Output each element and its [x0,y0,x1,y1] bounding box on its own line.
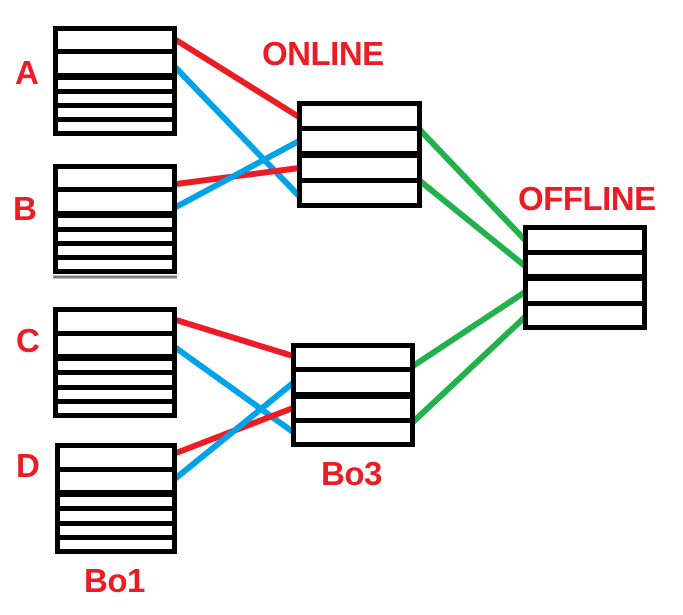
group-b-table [53,164,177,274]
bo3-table-row-1 [296,348,410,368]
group-b-table-row-4 [58,226,172,241]
edge-bo3-to-offline-2 [410,314,528,425]
group-a-table-row-5 [58,102,172,117]
edge-d-to-bo3-red [173,405,296,456]
group-a-table-row-2 [58,49,172,73]
group-b-label: B [13,190,37,227]
bo3-table [291,343,415,447]
group-b-table-row-5 [58,240,172,255]
group-d-table-row-1 [60,448,172,467]
group-b-table-row-6 [58,254,172,269]
edge-d-to-bo3-blue [173,380,296,481]
group-c-label: C [16,322,40,359]
edge-c-to-bo3-red [173,317,296,359]
group-b-table-row-3 [58,210,172,227]
group-c-table [53,307,177,418]
offline-table-row-1 [528,230,642,250]
group-d-table [55,443,177,554]
online-label: ONLINE [262,35,384,72]
edge-a-to-online-blue [173,65,302,199]
bo3-table-row-4 [296,417,410,442]
group-d-table-row-3 [60,490,172,507]
group-a-table-row-1 [58,31,172,50]
group-d-table-row-4 [60,506,172,521]
group-c-table-row-6 [58,398,172,413]
bo3-label: Bo3 [321,455,382,492]
bo1-label: Bo1 [84,562,145,599]
offline-table-row-4 [528,300,642,325]
online-table-row-4 [302,178,417,203]
group-a-table [53,26,177,136]
online-table-row-1 [302,106,417,126]
group-c-table-row-5 [58,384,172,399]
group-d-table-row-6 [60,534,172,549]
online-table [297,101,422,208]
bo3-table-row-2 [296,367,410,392]
offline-table-row-2 [528,249,642,274]
bo3-table-row-3 [296,391,410,418]
group-a-table-row-3 [58,72,172,89]
edge-bo3-to-offline-1 [410,289,528,369]
edge-online-to-offline-1 [417,127,528,243]
group-c-table-row-4 [58,370,172,385]
offline-table [523,225,647,330]
online-table-row-3 [302,151,417,178]
group-d-label: D [16,447,40,484]
group-a-label: A [15,54,39,91]
group-c-table-row-1 [58,312,172,331]
edge-c-to-bo3-blue [173,345,296,435]
group-c-table-row-3 [58,354,172,371]
group-a-table-row-4 [58,88,172,103]
offline-label: OFFLINE [518,180,656,217]
group-a-table-row-6 [58,116,172,131]
online-table-row-2 [302,126,417,151]
edge-b-to-online-blue [173,138,302,210]
group-b-table-row-2 [58,187,172,211]
edge-b-to-online-red [173,165,302,187]
group-c-table-row-2 [58,330,172,354]
group-b-table-row-1 [58,169,172,188]
group-d-table-row-2 [60,466,172,490]
group-d-table-row-5 [60,520,172,535]
offline-table-row-3 [528,274,642,301]
edge-online-to-offline-2 [417,178,528,269]
